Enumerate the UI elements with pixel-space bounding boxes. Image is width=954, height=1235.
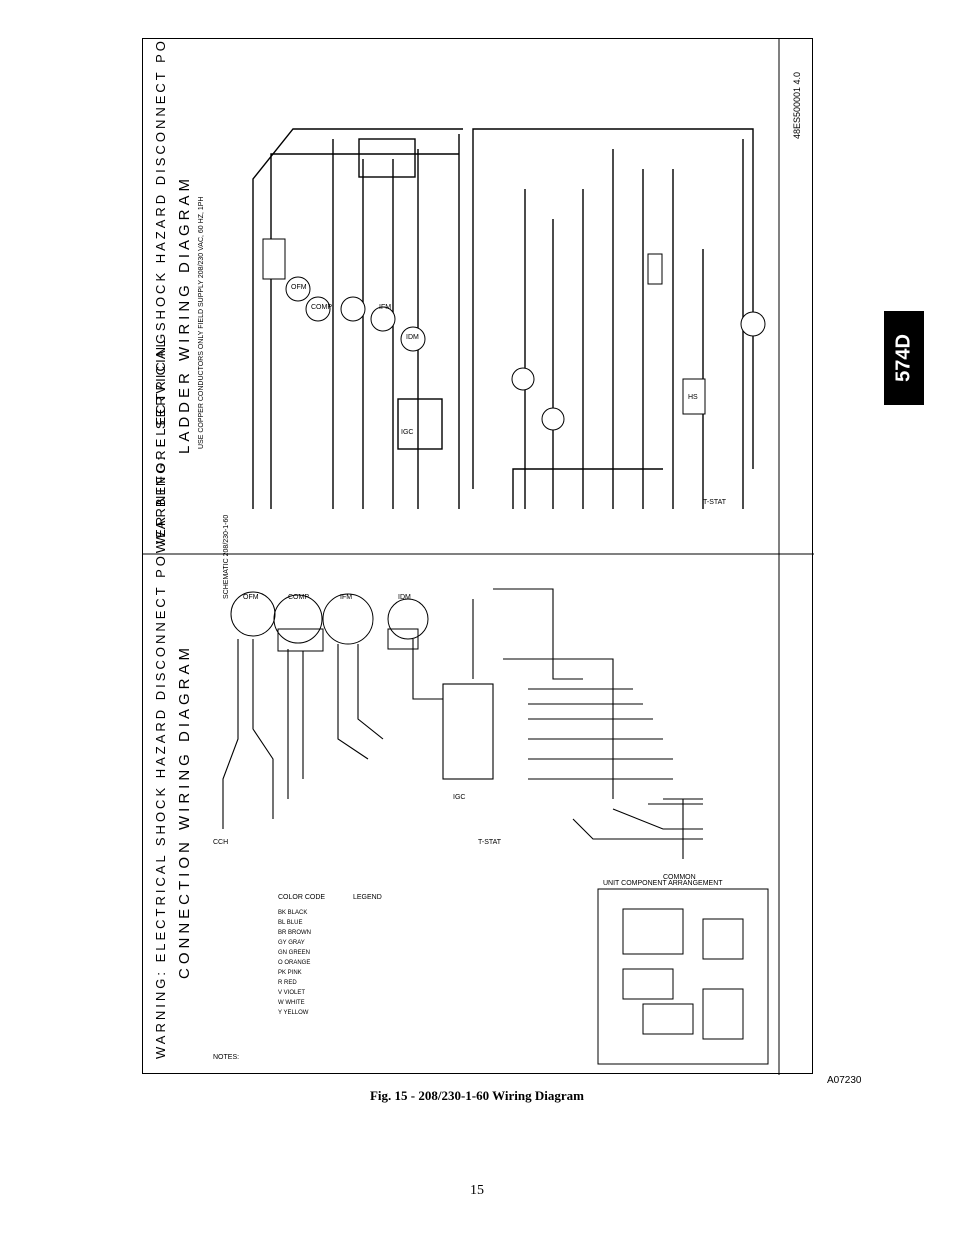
connection-label-cch: CCH bbox=[213, 839, 228, 846]
ladder-label-hs: HS bbox=[688, 394, 698, 401]
ladder-label-tstat: T-STAT bbox=[703, 499, 727, 506]
wiring-diagram-sheet: WARNING: ELECTRICAL SHOCK HAZARD DISCONN… bbox=[142, 38, 814, 1075]
connection-panel: WARNING: ELECTRICAL SHOCK HAZARD DISCONN… bbox=[153, 331, 769, 1065]
color-code-item: BK BLACK bbox=[278, 910, 307, 916]
color-code-item: V VIOLET bbox=[278, 990, 305, 996]
connection-warning: WARNING: ELECTRICAL SHOCK HAZARD DISCONN… bbox=[153, 331, 168, 1059]
color-code-item: PK PINK bbox=[278, 970, 302, 976]
connection-title: CONNECTION WIRING DIAGRAM bbox=[176, 644, 193, 979]
color-code-item: BR BROWN bbox=[278, 930, 311, 936]
ladder-title: LADDER WIRING DIAGRAM bbox=[176, 175, 193, 454]
connection-label-colorcode: COLOR CODE bbox=[278, 894, 325, 901]
connection-label-common: COMMON bbox=[663, 874, 696, 881]
connection-label-ifm: IFM bbox=[340, 594, 352, 601]
ladder-label-ofm: OFM bbox=[291, 284, 307, 291]
connection-schematic: SCHEMATIC 208/230-1-60 bbox=[223, 515, 230, 599]
section-tab: 574D bbox=[884, 311, 924, 405]
color-code-item: Y YELLOW bbox=[278, 1010, 309, 1016]
diagram-doc-id: 48ES500001 4.0 bbox=[792, 72, 802, 139]
ladder-label-ifm: IFM bbox=[379, 304, 391, 311]
connection-label-legend: LEGEND bbox=[353, 894, 382, 901]
connection-label-ofm: OFM bbox=[243, 594, 259, 601]
ladder-panel: WARNING: ELECTRICAL SHOCK HAZARD DISCONN… bbox=[153, 39, 766, 544]
ladder-label-igc: IGC bbox=[401, 429, 413, 436]
color-code-item: GN GREEN bbox=[278, 950, 310, 956]
color-code-item: R RED bbox=[278, 980, 297, 986]
ladder-label-idm: IDM bbox=[406, 334, 419, 341]
section-tab-label: 574D bbox=[892, 334, 915, 382]
color-code-item: BL BLUE bbox=[278, 920, 302, 926]
ladder-supply-note: USE COPPER CONDUCTORS ONLY FIELD SUPPLY … bbox=[198, 197, 205, 449]
connection-label-notes: NOTES: bbox=[213, 1054, 239, 1061]
connection-label-tstat: T-STAT bbox=[478, 839, 502, 846]
figure-caption: Fig. 15 - 208/230-1-60 Wiring Diagram bbox=[369, 1088, 584, 1103]
connection-label-idm: IDM bbox=[398, 594, 411, 601]
page-number: 15 bbox=[470, 1183, 484, 1198]
color-code-item: GY GRAY bbox=[278, 940, 305, 946]
color-code-item: W WHITE bbox=[278, 1000, 305, 1006]
connection-label-comp: COMP bbox=[288, 594, 309, 601]
figure-reference: A07230 bbox=[827, 1075, 862, 1086]
color-code-item: O ORANGE bbox=[278, 960, 310, 966]
ladder-label-comp: COMP bbox=[311, 304, 332, 311]
ladder-warning: WARNING: ELECTRICAL SHOCK HAZARD DISCONN… bbox=[153, 39, 168, 544]
wiring-diagram: WARNING: ELECTRICAL SHOCK HAZARD DISCONN… bbox=[143, 39, 814, 1075]
connection-label-igc: IGC bbox=[453, 794, 465, 801]
color-code-list: BK BLACK BL BLUE BR BROWN GY GRAY GN GRE… bbox=[278, 910, 311, 1016]
connection-label-arrangement: UNIT COMPONENT ARRANGEMENT bbox=[603, 880, 723, 887]
